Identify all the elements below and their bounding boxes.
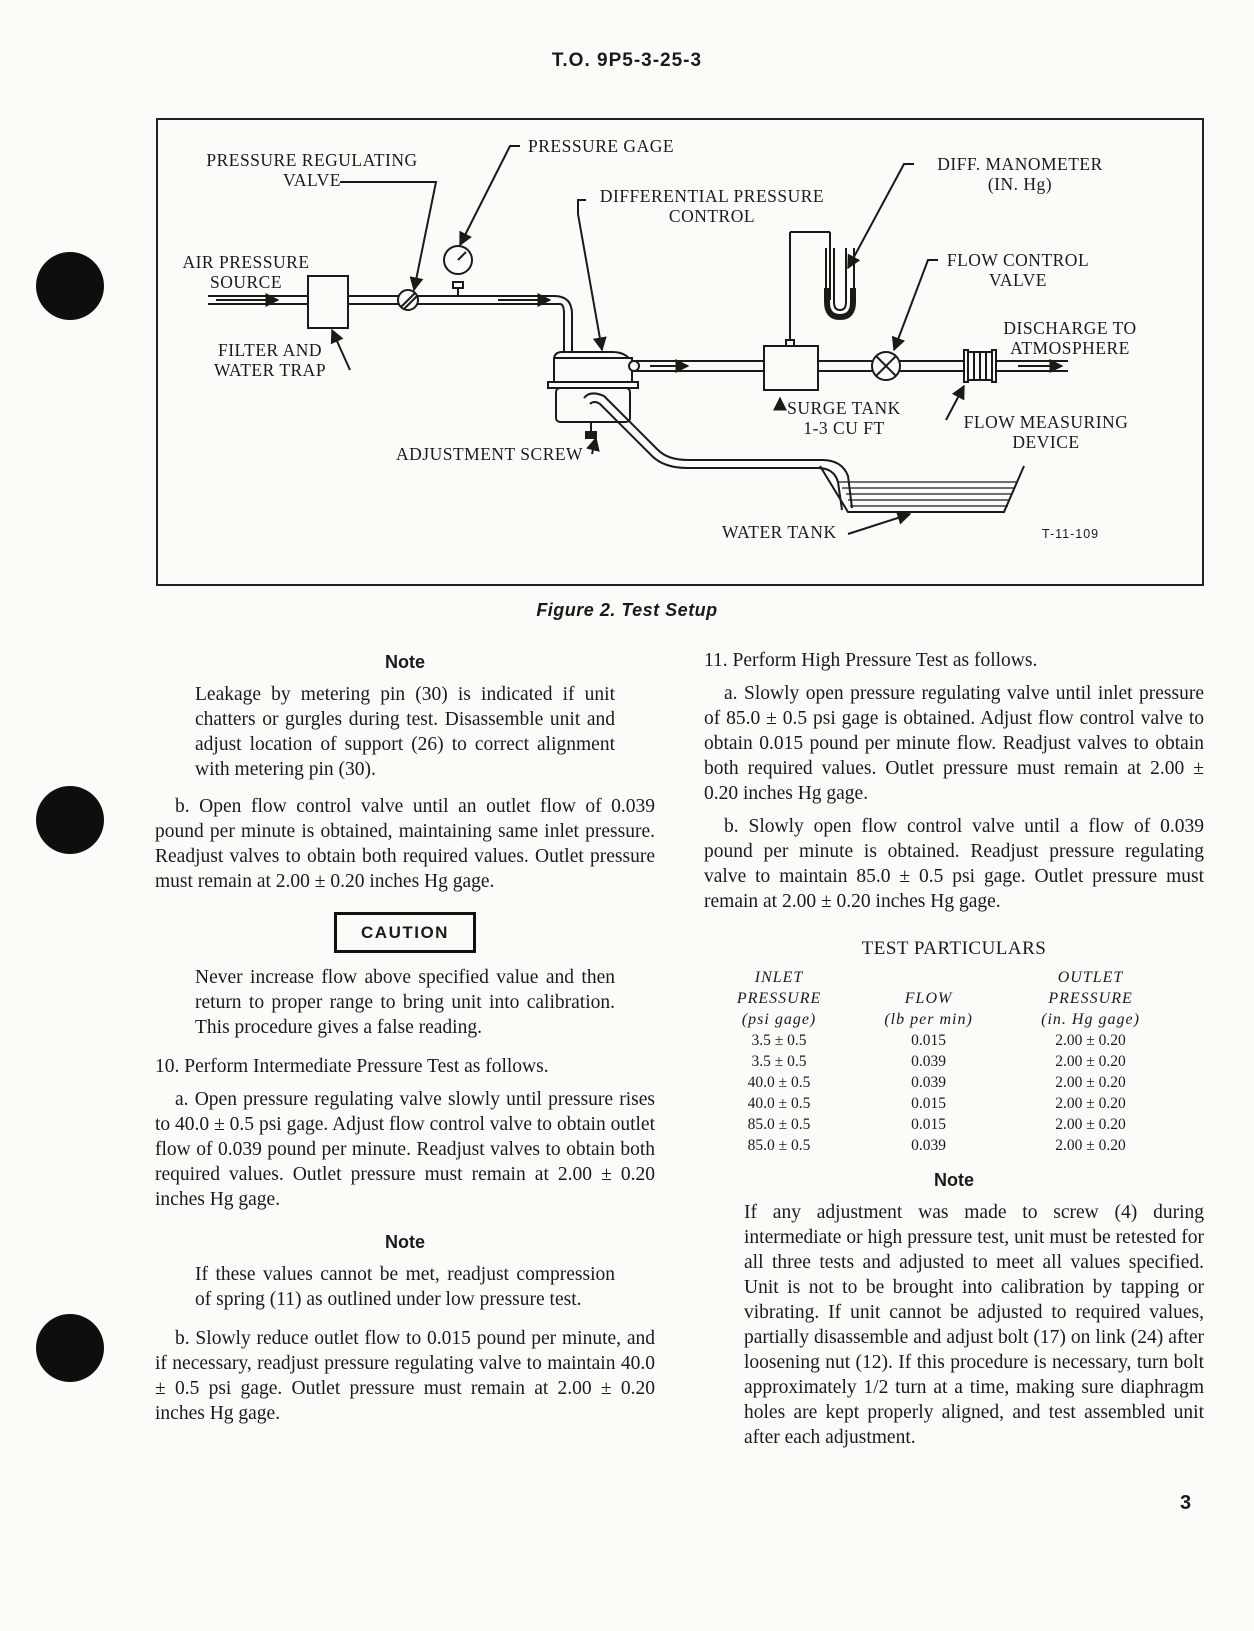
paragraph-11a: a. Slowly open pressure regulating valve… <box>704 683 1204 804</box>
page-number: 3 <box>1180 1492 1192 1514</box>
note-heading: Note <box>385 1232 425 1252</box>
label-air-pressure-source-1: AIR PRESSURE <box>182 252 309 272</box>
note-text: If these values cannot be met, readjust … <box>195 1264 615 1310</box>
binder-hole <box>36 786 104 854</box>
test-setup-figure: PRESSURE REGULATING VALVE PRESSURE GAGE … <box>156 118 1204 586</box>
label-diff-manometer-1: DIFF. MANOMETER <box>937 154 1103 174</box>
binder-hole <box>36 1314 104 1382</box>
header-inlet: INLET PRESSURE (psi gage) <box>736 969 822 1028</box>
label-differential-pressure-control-2: CONTROL <box>669 206 755 226</box>
label-flow-control-valve-2: VALVE <box>989 270 1047 290</box>
note-text: Leakage by metering pin (30) is indicate… <box>195 684 615 780</box>
left-column: Note Leakage by metering pin (30) is ind… <box>155 650 655 1426</box>
header-outlet: OUTLET PRESSURE (in. Hg gage) <box>1041 969 1140 1028</box>
paragraph-10b: b. Slowly reduce outlet flow to 0.015 po… <box>155 1328 655 1424</box>
caution-text: Never increase flow above specified valu… <box>195 967 615 1038</box>
note-heading: Note <box>385 652 425 672</box>
note-heading: Note <box>934 1170 974 1190</box>
label-discharge-1: DISCHARGE TO <box>1003 318 1136 338</box>
table-title: TEST PARTICULARS <box>861 938 1047 959</box>
label-adjustment-screw: ADJUSTMENT SCREW <box>396 444 583 464</box>
label-differential-pressure-control-1: DIFFERENTIAL PRESSURE <box>600 186 824 206</box>
label-pressure-gage: PRESSURE GAGE <box>528 136 674 156</box>
label-flow-measuring-1: FLOW MEASURING <box>964 412 1129 432</box>
page-header: T.O. 9P5-3-25-3 <box>551 50 703 71</box>
label-diff-manometer-2: (IN. Hg) <box>988 174 1052 194</box>
table-header-row: INLET PRESSURE (psi gage) FLOW (lb per m… <box>706 967 1176 1030</box>
label-surge-tank-1: SURGE TANK <box>787 398 901 418</box>
label-surge-tank-2: 1-3 CU FT <box>803 418 884 438</box>
note-text: If any adjustment was made to screw (4) … <box>744 1202 1204 1448</box>
label-filter-2: WATER TRAP <box>214 360 326 380</box>
header-flow: FLOW (lb per min) <box>884 990 973 1028</box>
paragraph-11b: b. Slowly open flow control valve until … <box>704 816 1204 912</box>
right-column: 11. Perform High Pressure Test as follow… <box>704 648 1204 1450</box>
figure-caption: Figure 2. Test Setup <box>536 600 718 620</box>
test-particulars-table: INLET PRESSURE (psi gage) FLOW (lb per m… <box>706 967 1176 1156</box>
label-filter-1: FILTER AND <box>218 340 322 360</box>
label-flow-measuring-2: DEVICE <box>1012 432 1079 452</box>
label-discharge-2: ATMOSPHERE <box>1010 338 1130 358</box>
step-10-heading: 10. Perform Intermediate Pressure Test a… <box>155 1056 549 1077</box>
label-pressure-regulating-valve-2: VALVE <box>283 170 341 190</box>
label-air-pressure-source-2: SOURCE <box>210 272 282 292</box>
step-11-heading: 11. Perform High Pressure Test as follow… <box>704 650 1038 671</box>
paragraph-9b: b. Open flow control valve until an outl… <box>155 796 655 892</box>
label-flow-control-valve-1: FLOW CONTROL <box>947 250 1089 270</box>
paragraph-10a: a. Open pressure regulating valve slowly… <box>155 1089 655 1210</box>
drawing-number: T-11-109 <box>1042 527 1099 541</box>
caution-label: CAUTION <box>334 912 476 953</box>
label-pressure-regulating-valve-1: PRESSURE REGULATING <box>206 150 417 170</box>
label-water-tank: WATER TANK <box>722 522 837 542</box>
test-setup-diagram: PRESSURE REGULATING VALVE PRESSURE GAGE … <box>182 136 1136 542</box>
binder-hole <box>36 252 104 320</box>
